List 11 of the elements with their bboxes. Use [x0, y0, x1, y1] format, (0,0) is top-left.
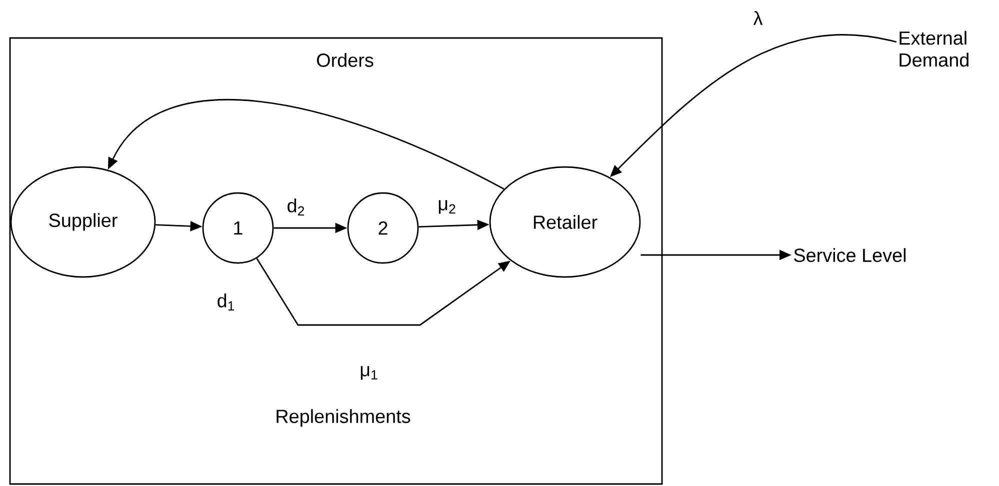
flow-label: Replenishments: [276, 409, 410, 427]
edge-label: d$_{2}$: [284, 196, 308, 218]
flow-label: d$_{1}$: [218, 294, 234, 310]
node-text: External Demand: [900, 30, 968, 67]
node-text: Service Level: [794, 248, 906, 262]
edge-label: μ$_{2}$: [436, 198, 458, 216]
system-boundary-box: [9, 37, 663, 485]
edge-label: λ: [751, 9, 765, 27]
arrow: [108, 98, 504, 190]
flow-label: μ$_{1}$: [360, 366, 378, 380]
edge-label: Orders: [314, 51, 376, 69]
